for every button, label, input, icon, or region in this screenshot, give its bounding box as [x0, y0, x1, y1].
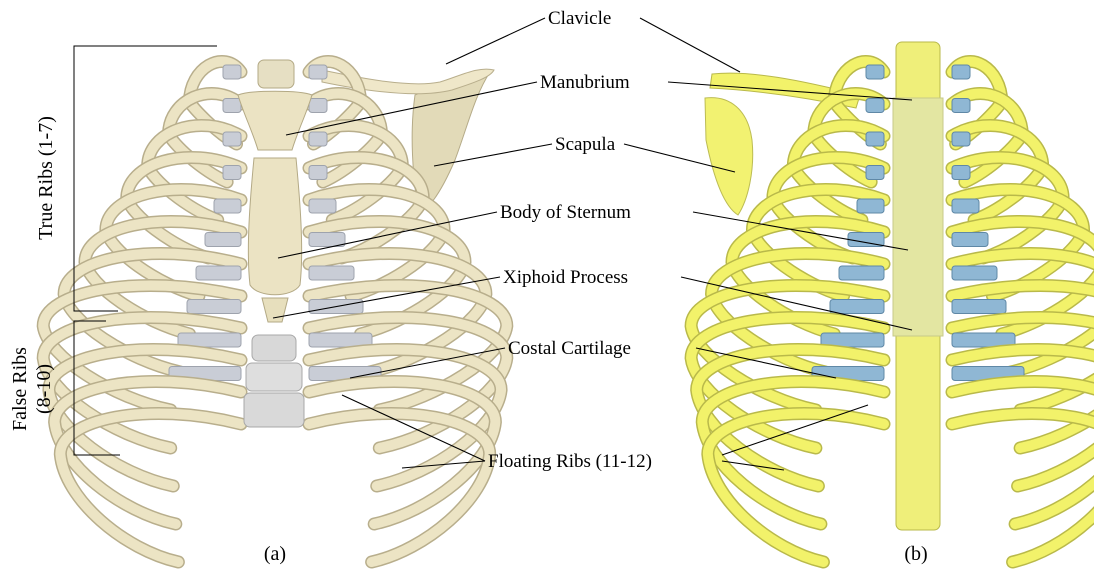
costal-cartilage — [309, 199, 336, 213]
caption-b: (b) — [904, 543, 927, 565]
spine-illustration — [244, 335, 304, 427]
costal-cartilage — [839, 266, 884, 280]
costal-cartilage — [205, 233, 241, 247]
costal-cartilage — [830, 300, 884, 314]
leader-clavicle-a — [446, 18, 545, 64]
label-xiphoid-process: Xiphoid Process — [503, 267, 628, 288]
costal-cartilage — [857, 199, 884, 213]
label-scapula: Scapula — [555, 134, 616, 155]
model-panel-b — [691, 42, 1094, 562]
costal-cartilage — [952, 300, 1006, 314]
sternum-model — [893, 98, 943, 336]
costal-cartilage — [309, 266, 354, 280]
label-body-of-sternum: Body of Sternum — [500, 202, 631, 223]
rib — [309, 413, 490, 562]
costal-cartilage — [223, 99, 241, 113]
costal-cartilage — [223, 132, 241, 146]
costal-cartilage — [952, 99, 970, 113]
costal-cartilage — [196, 266, 241, 280]
costal-cartilage — [309, 99, 327, 113]
costal-cartilage — [952, 65, 970, 79]
costal-cartilage — [866, 166, 884, 180]
costal-cartilage — [309, 166, 327, 180]
rib — [60, 413, 241, 562]
label-manubrium: Manubrium — [540, 72, 630, 93]
caption-a: (a) — [264, 543, 286, 565]
rib-outline — [708, 413, 884, 562]
false-ribs-label-line1: False Ribs — [9, 347, 31, 431]
costal-cartilage — [952, 166, 970, 180]
label-floating-ribs: Floating Ribs (11-12) — [488, 451, 652, 472]
rib-outline — [309, 413, 490, 562]
costal-cartilage — [866, 132, 884, 146]
costal-cartilage — [952, 132, 970, 146]
true-ribs-label: True Ribs (1-7) — [35, 116, 57, 240]
costal-cartilage — [223, 65, 241, 79]
costal-cartilage — [214, 199, 241, 213]
labels: Clavicle Manubrium Scapula Body of Stern… — [488, 8, 652, 472]
label-clavicle: Clavicle — [548, 8, 611, 29]
rib-outline — [60, 413, 241, 562]
top-vertebra-illustration — [258, 60, 294, 88]
costal-cartilage — [187, 300, 241, 314]
costal-cartilage — [223, 166, 241, 180]
rib — [708, 413, 884, 562]
false-ribs-label-line2: (8-10) — [33, 364, 55, 414]
xiphoid-process-illustration — [262, 298, 288, 322]
label-costal-cartilage: Costal Cartilage — [508, 338, 631, 359]
body-of-sternum-illustration — [248, 158, 301, 295]
manubrium-illustration — [238, 91, 312, 150]
costal-cartilage — [309, 65, 327, 79]
scapula-model — [705, 98, 753, 215]
costal-cartilage — [952, 233, 988, 247]
costal-cartilage — [866, 65, 884, 79]
costal-cartilage — [952, 199, 979, 213]
costal-cartilage — [309, 233, 345, 247]
costal-cartilage — [309, 132, 327, 146]
costal-cartilage — [952, 266, 997, 280]
leader-clavicle-b — [640, 18, 740, 72]
costal-cartilage — [866, 99, 884, 113]
